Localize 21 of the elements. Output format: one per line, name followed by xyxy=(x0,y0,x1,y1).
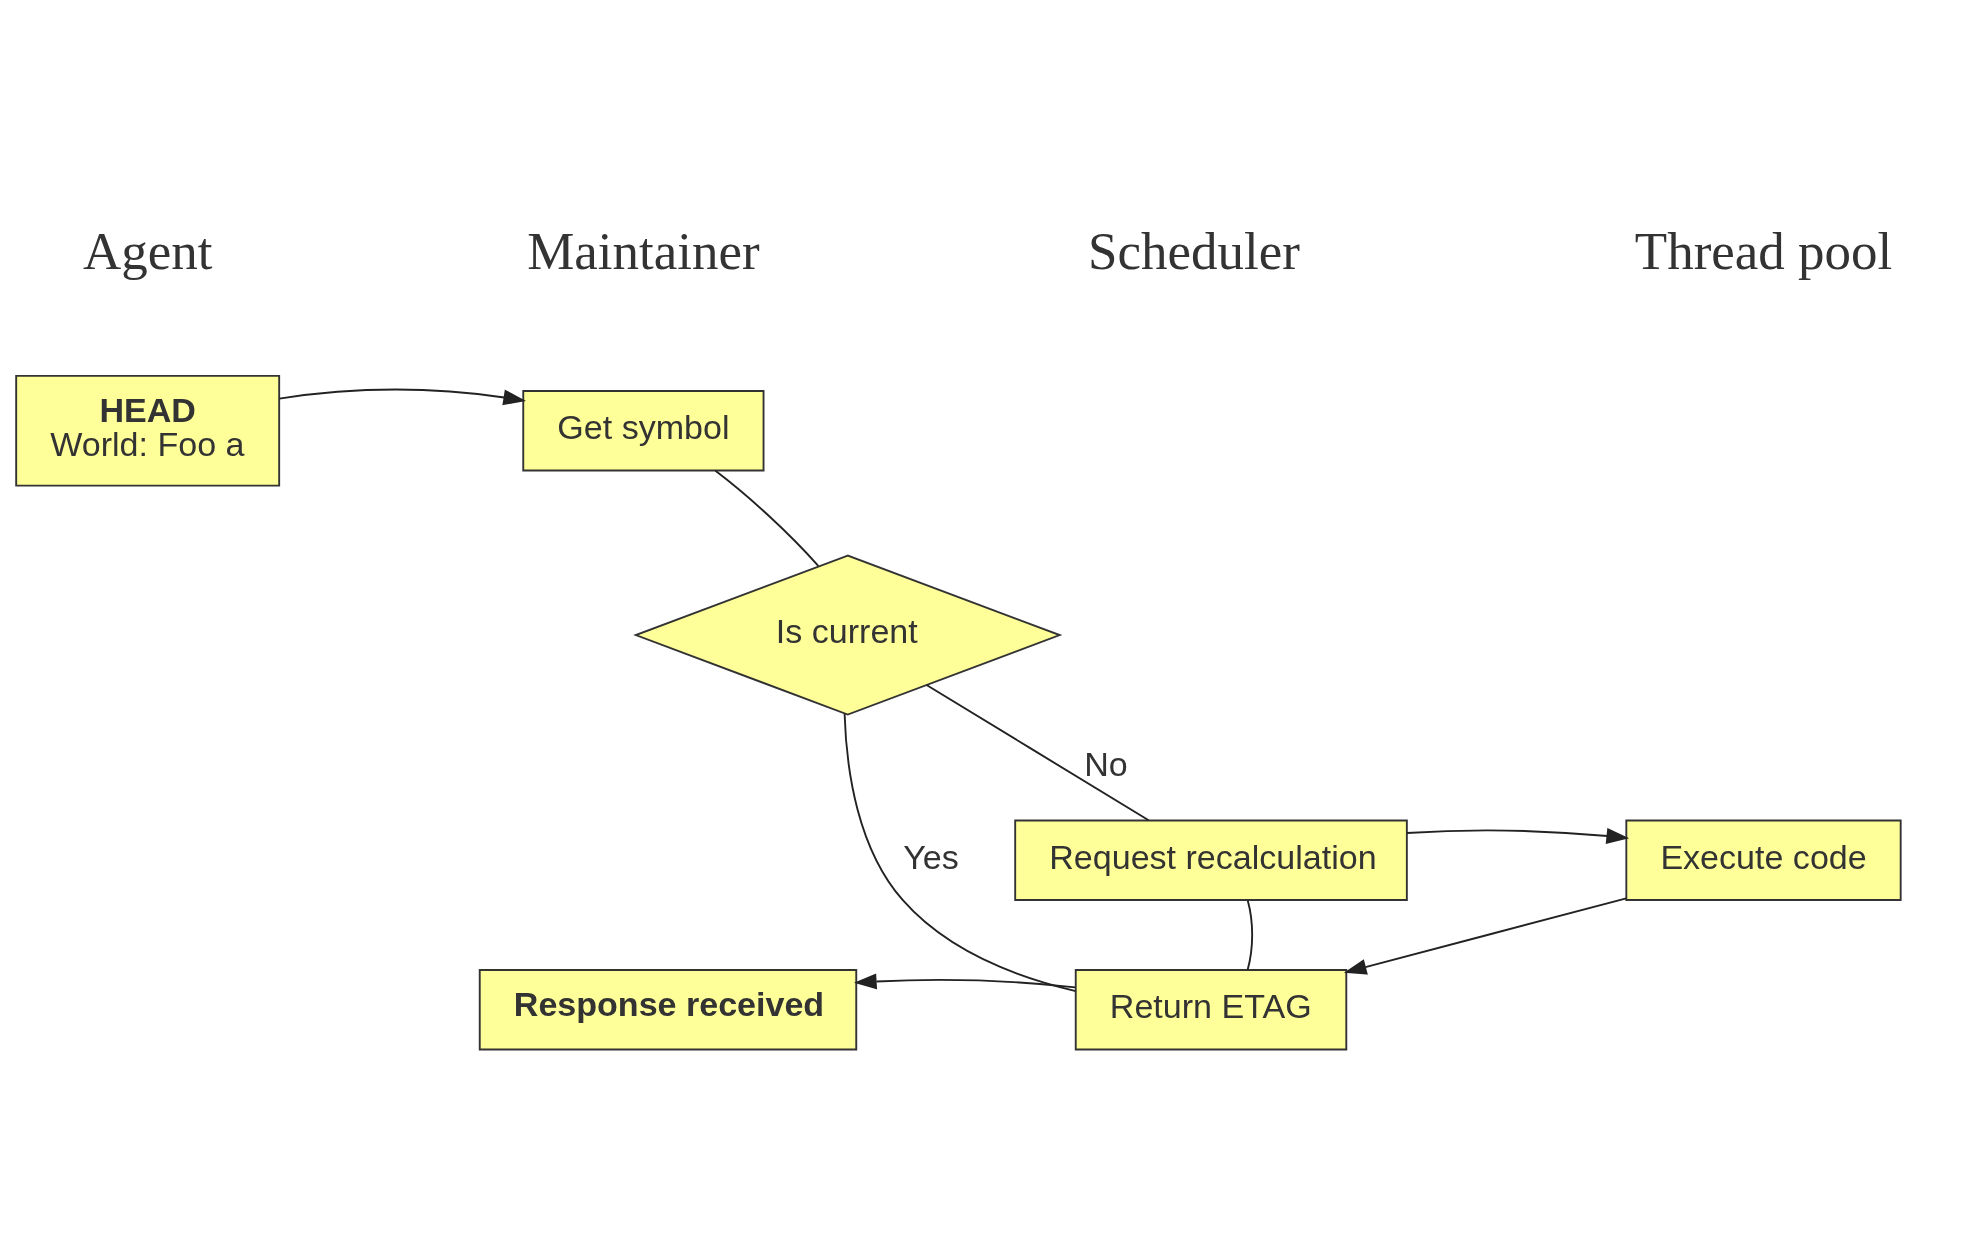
edge-label: No xyxy=(1084,744,1128,783)
node-diamond: Is current xyxy=(633,554,1063,716)
connector xyxy=(843,712,1077,992)
arrow xyxy=(853,973,1077,989)
label: Maintainer xyxy=(527,221,760,280)
connector xyxy=(925,683,1150,821)
node-box: Return ETAG xyxy=(1074,968,1348,1050)
connector xyxy=(714,469,820,567)
arrow xyxy=(1343,896,1628,975)
node-box: Request recalculation xyxy=(1014,819,1408,901)
node-box: HEAD World: Foo a xyxy=(15,374,281,487)
label: Scheduler xyxy=(1088,221,1300,280)
node-box: Response received xyxy=(478,968,858,1050)
node-box: Execute code xyxy=(1625,819,1902,901)
label: Thread pool xyxy=(1634,221,1893,280)
node-box: Get symbol xyxy=(522,389,765,471)
arrow xyxy=(278,388,527,405)
edge-label: Yes xyxy=(903,837,959,876)
arrow xyxy=(1405,827,1630,844)
connector xyxy=(1246,898,1254,971)
label: Agent xyxy=(82,221,213,280)
